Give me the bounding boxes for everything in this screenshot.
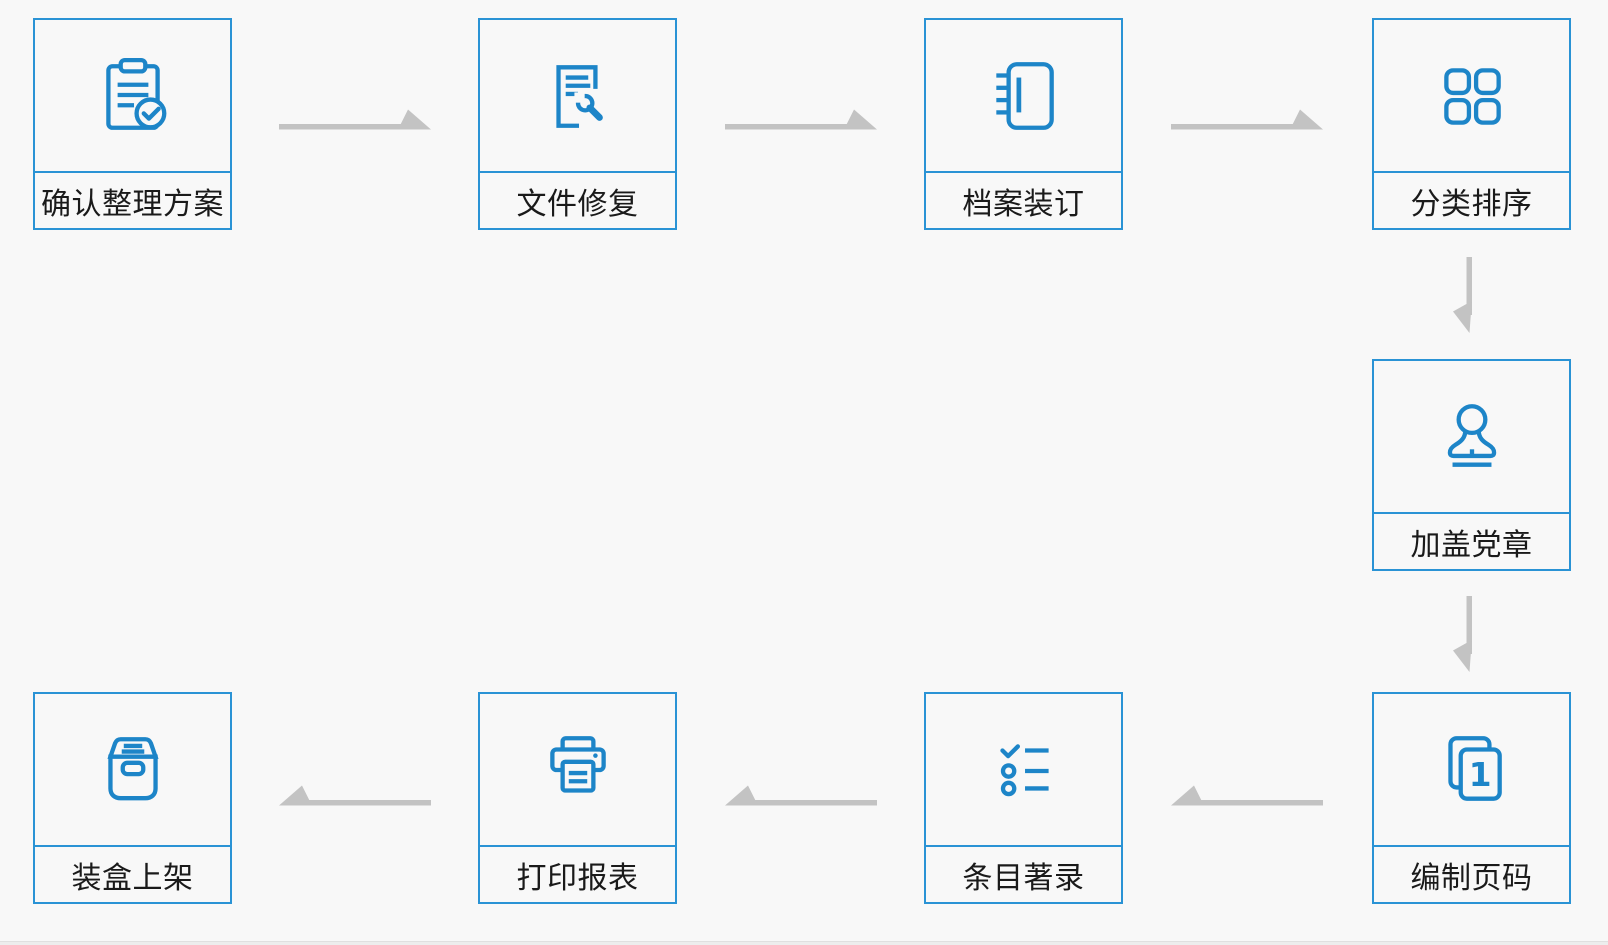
flow-step-archive-binding: 档案装订 (924, 18, 1123, 230)
step-label: 装盒上架 (35, 845, 230, 902)
flow-step-stamp-seal: 加盖党章 (1372, 359, 1571, 571)
arrow-right-icon (279, 106, 431, 132)
arrow-left-icon (279, 782, 431, 808)
stamp-icon (1447, 403, 1496, 467)
arrow-right-icon (1171, 106, 1323, 132)
bottom-divider (0, 941, 1608, 945)
step-icon-area (926, 20, 1121, 171)
arrow-left-icon (1171, 782, 1323, 808)
clipboard-check-icon (105, 57, 166, 130)
step-label: 加盖党章 (1374, 512, 1569, 569)
step-icon-area (35, 694, 230, 845)
step-label: 编制页码 (1374, 845, 1569, 902)
step-icon-area: 1 (1374, 694, 1569, 845)
step-icon-area (926, 694, 1121, 845)
step-label: 文件修复 (480, 171, 675, 228)
step-icon-area (1374, 20, 1569, 171)
arrow-right-icon (725, 106, 877, 132)
grid-squares-icon (1443, 67, 1501, 125)
document-wrench-icon (555, 64, 603, 128)
numbered-pages-icon: 1 (1447, 735, 1502, 801)
arrow-down-icon (1450, 257, 1474, 333)
page-number-glyph: 1 (1468, 756, 1491, 794)
flow-step-classify-sort: 分类排序 (1372, 18, 1571, 230)
arrow-down-icon (1450, 596, 1474, 672)
flow-step-file-repair: 文件修复 (478, 18, 677, 230)
flow-step-entry-cataloging: 条目著录 (924, 692, 1123, 904)
step-label: 打印报表 (480, 845, 675, 902)
step-icon-area (1374, 361, 1569, 512)
archive-box-icon (106, 736, 159, 800)
flow-step-print-reports: 打印报表 (478, 692, 677, 904)
checklist-icon (999, 743, 1049, 796)
step-label: 确认整理方案 (35, 171, 230, 228)
printer-icon (549, 735, 606, 793)
step-icon-area (480, 20, 675, 171)
step-label: 条目著录 (926, 845, 1121, 902)
notebook-binding-icon (995, 61, 1054, 130)
step-icon-area (480, 694, 675, 845)
step-label: 分类排序 (1374, 171, 1569, 228)
step-icon-area (35, 20, 230, 171)
arrow-left-icon (725, 782, 877, 808)
step-label: 档案装订 (926, 171, 1121, 228)
flow-step-confirm-plan: 确认整理方案 (33, 18, 232, 230)
flow-step-box-shelve: 装盒上架 (33, 692, 232, 904)
flow-step-page-numbering: 1 编制页码 (1372, 692, 1571, 904)
